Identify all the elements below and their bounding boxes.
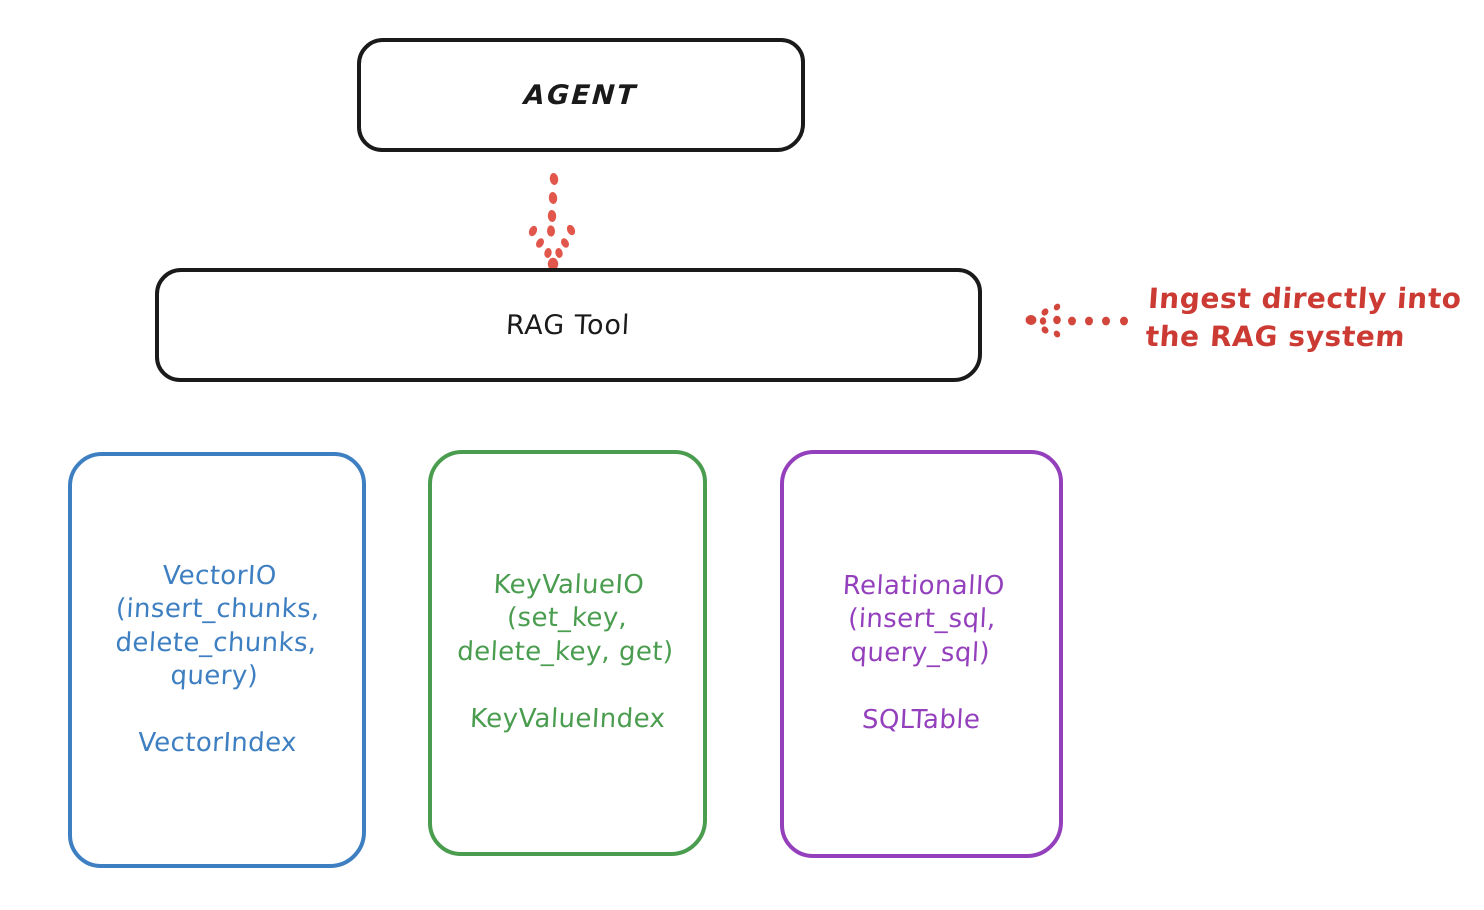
node-key-value-io-subtitle: KeyValueIndex — [469, 704, 666, 735]
connector-annotation-to-rag-tool — [1025, 303, 1128, 338]
connector-agent-to-rag-tool — [528, 173, 576, 271]
annotation-ingest-directly: Ingest directly into the RAG system — [1144, 282, 1463, 353]
node-rag-tool[interactable]: RAG Tool — [155, 268, 982, 382]
node-agent-label: AGENT — [523, 79, 639, 111]
node-relational-io-title: RelationalIO (insert_sql, query_sql) — [841, 571, 1006, 668]
node-key-value-io-title: KeyValueIO (set_key, delete_key, get) — [456, 570, 675, 667]
node-vector-io-subtitle: VectorIndex — [136, 727, 298, 758]
node-relational-io-subtitle: SQLTable — [861, 705, 982, 736]
node-relational-io[interactable]: RelationalIO (insert_sql, query_sql) SQL… — [780, 450, 1063, 858]
node-vector-io-title: VectorIO (insert_chunks, delete_chunks, … — [114, 560, 321, 691]
node-key-value-io[interactable]: KeyValueIO (set_key, delete_key, get) Ke… — [428, 450, 707, 856]
node-rag-tool-label: RAG Tool — [505, 309, 632, 341]
node-agent[interactable]: AGENT — [357, 38, 805, 152]
node-vector-io[interactable]: VectorIO (insert_chunks, delete_chunks, … — [68, 452, 366, 868]
